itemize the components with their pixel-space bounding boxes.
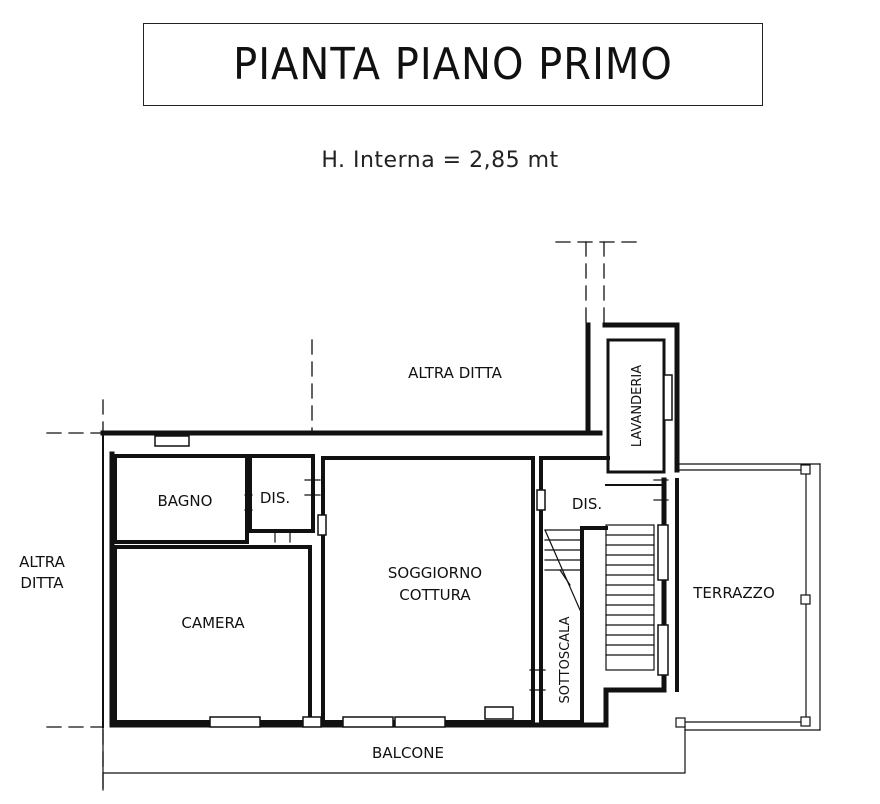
stairs	[544, 524, 655, 671]
terrazzo-railing	[675, 463, 821, 731]
internal-height-label: H. Interna = 2,85 mt	[321, 148, 559, 173]
dashed-lines	[46, 241, 637, 791]
room-balcone-label: BALCONE	[372, 744, 444, 762]
room-terrazzo-label: TERRAZZO	[692, 584, 775, 602]
balcone-outline	[102, 724, 686, 791]
plan-title: PIANTA PIANO PRIMO	[233, 39, 673, 90]
title-box: PIANTA PIANO PRIMO	[143, 23, 763, 106]
room-bagno-label: BAGNO	[158, 492, 213, 510]
neighbor-left-label-line2: DITTA	[20, 574, 64, 592]
room-dis-left-label: DIS.	[260, 489, 290, 507]
neighbor-left-label-line1: ALTRA	[19, 553, 66, 571]
room-dis-right-label: DIS.	[572, 495, 602, 513]
room-soggiorno-label-line2: COTTURA	[399, 586, 471, 604]
room-camera-label: CAMERA	[181, 614, 245, 632]
neighbor-top-label: ALTRA DITTA	[408, 364, 502, 382]
room-lavanderia-label: LAVANDERIA	[630, 365, 645, 447]
room-sottoscala-label: SOTTOSCALA	[558, 616, 573, 703]
room-soggiorno-label-line1: SOGGIORNO	[388, 564, 482, 582]
windows	[154, 374, 673, 728]
door-marks	[244, 479, 669, 691]
